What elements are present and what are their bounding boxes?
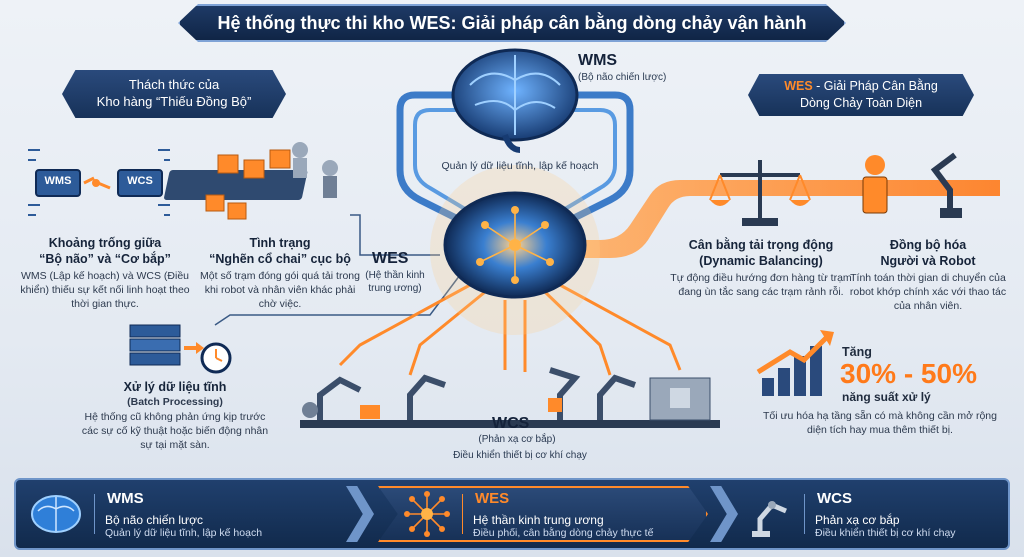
growth-label-bottom: năng suất xử lý [842,390,931,404]
gap-desc: WMS (Lập kế hoạch) và WCS (Điều khiển) t… [20,270,190,310]
wes-wcs-lines [338,283,682,376]
worker-robot-icon [862,152,962,218]
batch-icon [129,324,232,374]
batch-title: Xử lý dữ liệu tĩnh [123,380,227,394]
summary-wcs-name: WCS [817,489,852,507]
wms-wes-loop [396,91,634,229]
summary-wcs-line2: Điều khiển thiết bị cơ khí chạy [815,526,956,539]
wes-sublabel: (Hệ thần kinh trung ương) [360,270,430,295]
solution-banner-accent: WES [784,79,813,94]
summary-wes-line2: Điều phối, cân bằng dòng chảy thực tế [473,526,654,539]
bottleneck-title-line1: Tình trạng [249,236,311,250]
summary-chevron-2 [710,486,738,542]
summary-wes-line1: Hệ thần kinh trung ương [473,512,604,527]
summary-wcs-robot-arm-icon [752,501,787,537]
summary-bar: WMS Bộ não chiến lược Quản lý dữ liệu tĩ… [14,478,1010,550]
summary-wms-brain-icon [31,495,81,533]
wms-sublabel: (Bộ não chiến lược) [578,72,667,83]
wms-desc: Quản lý dữ liệu tĩnh, lập kế hoạch [441,160,599,172]
gap-icon [28,149,170,216]
wes-solution-band [560,180,1000,258]
balancing-title-line1: Cân bằng tải trọng động [688,238,834,252]
gap-wcs-box: WCS [127,175,153,187]
wes-label: WES [372,250,409,267]
batch-block: Xử lý dữ liệu tĩnh (Batch Processing) Hệ… [80,380,270,452]
wms-label: WMS [578,52,618,69]
solution-banner-line2: Dòng Chảy Toàn Diện [799,96,923,110]
robot-row-icon [300,367,720,428]
bottleneck-title-line2: “Nghẽn cổ chai” cục bộ [209,251,351,266]
growth-label-top: Tăng [842,345,872,359]
gap-block: Khoảng trống giữa “Bộ não” và “Cơ bắp” W… [20,236,190,311]
gap-title-line2: “Bộ não” và “Cơ bắp” [39,251,171,266]
wes-brain-icon [430,165,600,335]
summary-chevron-1 [346,486,374,542]
sync-title-line2: Người và Robot [880,253,976,268]
solution-banner: WES - Giải Pháp Cân Bằng Dòng Chảy Toàn … [748,74,974,116]
wes-sub-line2: trung ương) [368,282,422,294]
challenge-banner-line1: Thách thức của [128,77,220,93]
batch-subtitle: (Batch Processing) [127,395,223,408]
growth-desc: Tối ưu hóa hạ tầng sẵn có mà không cần m… [763,410,997,436]
gap-wms-box: WMS [44,175,72,187]
summary-wms-name: WMS [107,489,144,507]
growth-chart-icon [756,330,834,396]
wes-sub-line1: (Hệ thần kinh [365,270,425,281]
summary-wes-network-icon [404,491,450,537]
challenge-banner: Thách thức của Kho hàng “Thiếu Đồng Bộ” [62,70,286,118]
gap-title-line1: Khoảng trống giữa [48,236,162,250]
sync-block: Đồng bộ hóa Người và Robot Tính toán thờ… [842,238,1014,313]
wcs-label: WCS [492,415,530,432]
balancing-desc: Tự động điều hướng đơn hàng từ trạm đang… [670,272,852,298]
left-connectors [214,214,461,326]
solution-banner-line1-rest: - Giải Pháp Cân Bằng [812,79,938,94]
balancing-title-line2: (Dynamic Balancing) [699,253,823,268]
page-title: Hệ thống thực thi kho WES: Giải pháp cân… [178,4,846,42]
wcs-sublabel: (Phản xạ cơ bắp) [478,434,556,445]
summary-wcs: WCS Phản xạ cơ bắp Điều khiển thiết bị c… [746,486,1006,542]
wms-brain-icon [451,48,579,153]
summary-wms-line2: Quản lý dữ liệu tĩnh, lập kế hoạch [105,526,263,539]
summary-wms: WMS Bộ não chiến lược Quản lý dữ liệu tĩ… [26,486,346,542]
sync-title-line1: Đồng bộ hóa [889,238,967,252]
sync-desc: Tính toán thời gian di chuyển của robot … [849,272,1007,312]
wcs-desc: Điều khiển thiết bị cơ khí chạy [453,450,587,461]
summary-wms-line1: Bộ não chiến lược [105,512,203,527]
summary-wes: WES Hệ thần kinh trung ương Điều phối, c… [378,486,708,542]
summary-wes-name: WES [475,489,510,507]
solution-banner-line1: WES - Giải Pháp Cân Bằng [748,78,974,95]
growth-value: 30% - 50% [840,358,977,389]
bottleneck-icon [164,142,338,220]
batch-desc: Hệ thống cũ không phản ứng kịp trước các… [81,411,269,451]
balancing-block: Cân bằng tải trọng động (Dynamic Balanci… [666,238,856,300]
summary-wcs-line1: Phản xạ cơ bắp [815,512,900,527]
bottleneck-block: Tình trạng “Nghẽn cổ chai” cục bộ Một số… [196,236,364,311]
scale-icon [709,160,811,226]
bottleneck-desc: Một số trạm đóng gói quá tải trong khi r… [200,270,360,310]
page-title-text: Hệ thống thực thi kho WES: Giải pháp cân… [217,12,807,33]
challenge-banner-line2: Kho hàng “Thiếu Đồng Bộ” [96,94,252,109]
